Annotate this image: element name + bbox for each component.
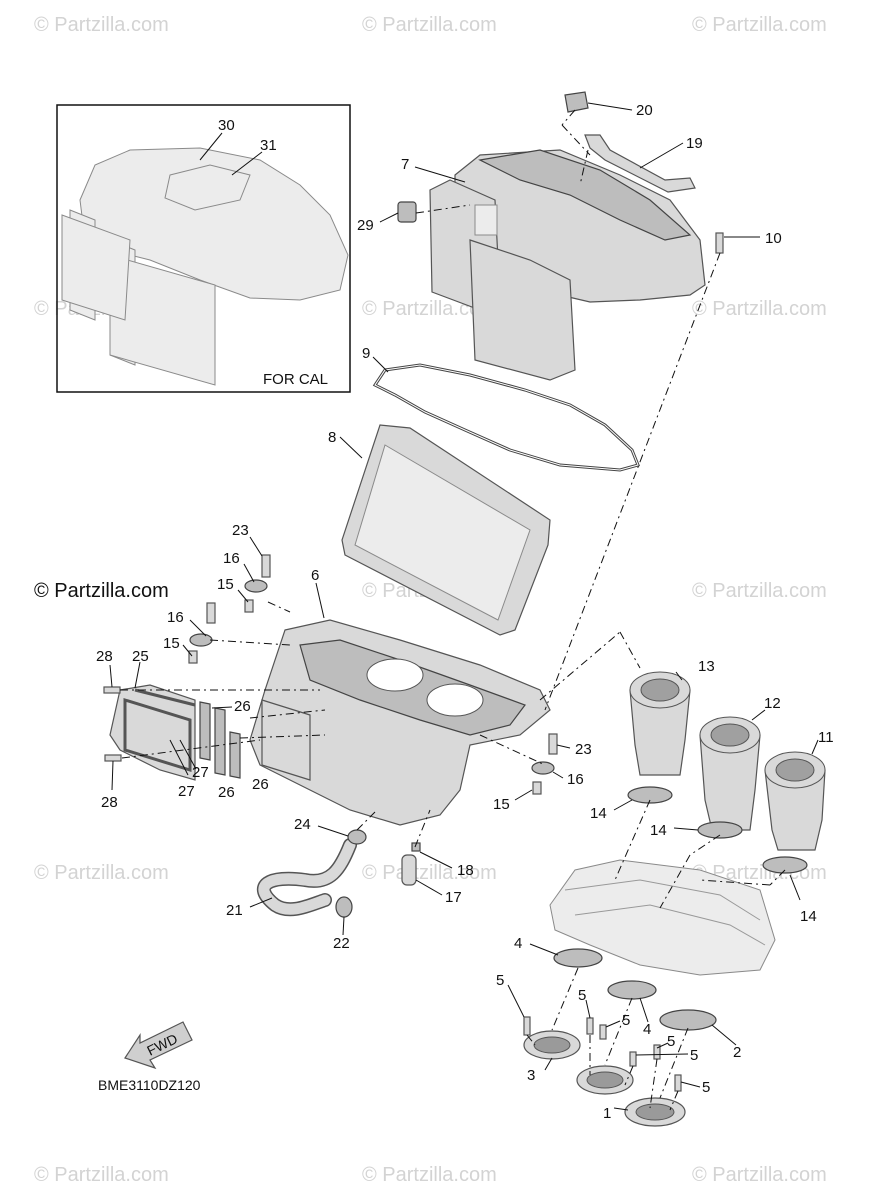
part-1-joint [624,1097,686,1127]
callout-29: 29 [357,217,374,234]
part-4-clamps [553,948,717,1031]
callout-5-f: 5 [702,1079,710,1096]
part-26-strips [199,701,241,779]
callout-16-b: 16 [167,609,184,626]
callout-5-d: 5 [667,1033,675,1050]
callout-4: 4 [514,935,522,952]
callout-19: 19 [686,135,703,152]
watermark: © Partzilla.com [34,862,169,884]
watermark: © Partzilla.com [692,298,827,320]
part-6-lower-air-box [249,619,551,826]
callout-5-b: 5 [578,987,586,1004]
callout-26-b: 26 [218,784,235,801]
callout-16-c: 16 [567,771,584,788]
callout-20: 20 [636,102,653,119]
part-25-bracket [109,684,196,781]
part-21-hose [257,838,357,917]
callout-18: 18 [457,862,474,879]
callout-25: 25 [132,648,149,665]
diagram-code: BME3110DZ120 [98,1077,201,1093]
callout-31: 31 [260,137,277,154]
callout-12: 12 [764,695,781,712]
throttle-body-ghost [549,859,776,976]
watermark: © Partzilla.com [362,862,497,884]
callout-28: 28 [96,648,113,665]
part-10-bolt [715,232,724,254]
callout-15-c: 15 [493,796,510,813]
part-20-clip [564,91,589,113]
callout-1: 1 [603,1105,611,1122]
callout-21: 21 [226,902,243,919]
part-22-clamp [335,896,353,918]
watermark: © Partzilla.com [692,14,827,36]
watermark: © Partzilla.com [692,580,827,602]
callout-14-b: 14 [650,822,667,839]
fasteners-upper-left [188,554,271,664]
callout-4-b: 4 [643,1021,651,1038]
inset-label: FOR CAL [263,371,328,388]
callout-23: 23 [232,522,249,539]
callout-14-c: 14 [800,908,817,925]
watermark: © Partzilla.com [34,1164,169,1186]
part-12-funnel [699,716,761,831]
part-17-tube [401,854,417,886]
part-13-funnel [629,671,691,776]
callout-7: 7 [401,156,409,173]
part-3-joint [523,1030,634,1095]
callout-13: 13 [698,658,715,675]
callout-27: 27 [192,764,209,781]
callout-5: 5 [496,972,504,989]
callout-3: 3 [527,1067,535,1084]
callout-10: 10 [765,230,782,247]
callout-22: 22 [333,935,350,952]
watermark: © Partzilla.com [362,1164,497,1186]
part-14-clamps [627,786,808,874]
callout-30: 30 [218,117,235,134]
callout-15-b: 15 [163,635,180,652]
watermark: © Partzilla.com [362,14,497,36]
callout-8: 8 [328,429,336,446]
callout-5-e: 5 [690,1047,698,1064]
watermark: © Partzilla.com [692,1164,827,1186]
fwd-arrow: FWD [124,1021,193,1070]
inset-for-cal: FOR CAL [56,104,351,393]
part-19-bracket [584,134,696,193]
fasteners-lower-right [531,733,558,795]
callout-11: 11 [818,729,834,746]
callout-17: 17 [445,889,462,906]
callouts: 30 31 20 19 7 29 10 9 8 23 16 15 16 15 6… [96,102,834,1122]
watermark: © Partzilla.com [34,14,169,36]
callout-24: 24 [294,816,311,833]
part-9-gasket [372,363,641,472]
callout-6: 6 [311,567,319,584]
part-24-clamp [347,829,367,845]
air-box-cover [429,149,706,381]
callout-5-c: 5 [622,1012,630,1029]
callout-26-c: 26 [252,776,269,793]
callout-15: 15 [217,576,234,593]
assembly-lines [120,109,786,1111]
part-29-plug [397,201,417,223]
leader-lines [109,102,819,1111]
callout-26: 26 [234,698,251,715]
callout-2: 2 [733,1044,741,1061]
callout-14: 14 [590,805,607,822]
callout-16: 16 [223,550,240,567]
watermark-prominent: © Partzilla.com [34,580,169,602]
callout-9: 9 [362,345,370,362]
part-8-air-filter [341,424,551,636]
callout-28-b: 28 [101,794,118,811]
callout-27-b: 27 [178,783,195,800]
callout-23-b: 23 [575,741,592,758]
part-18-plug [411,842,421,852]
part-11-funnel [764,751,826,851]
